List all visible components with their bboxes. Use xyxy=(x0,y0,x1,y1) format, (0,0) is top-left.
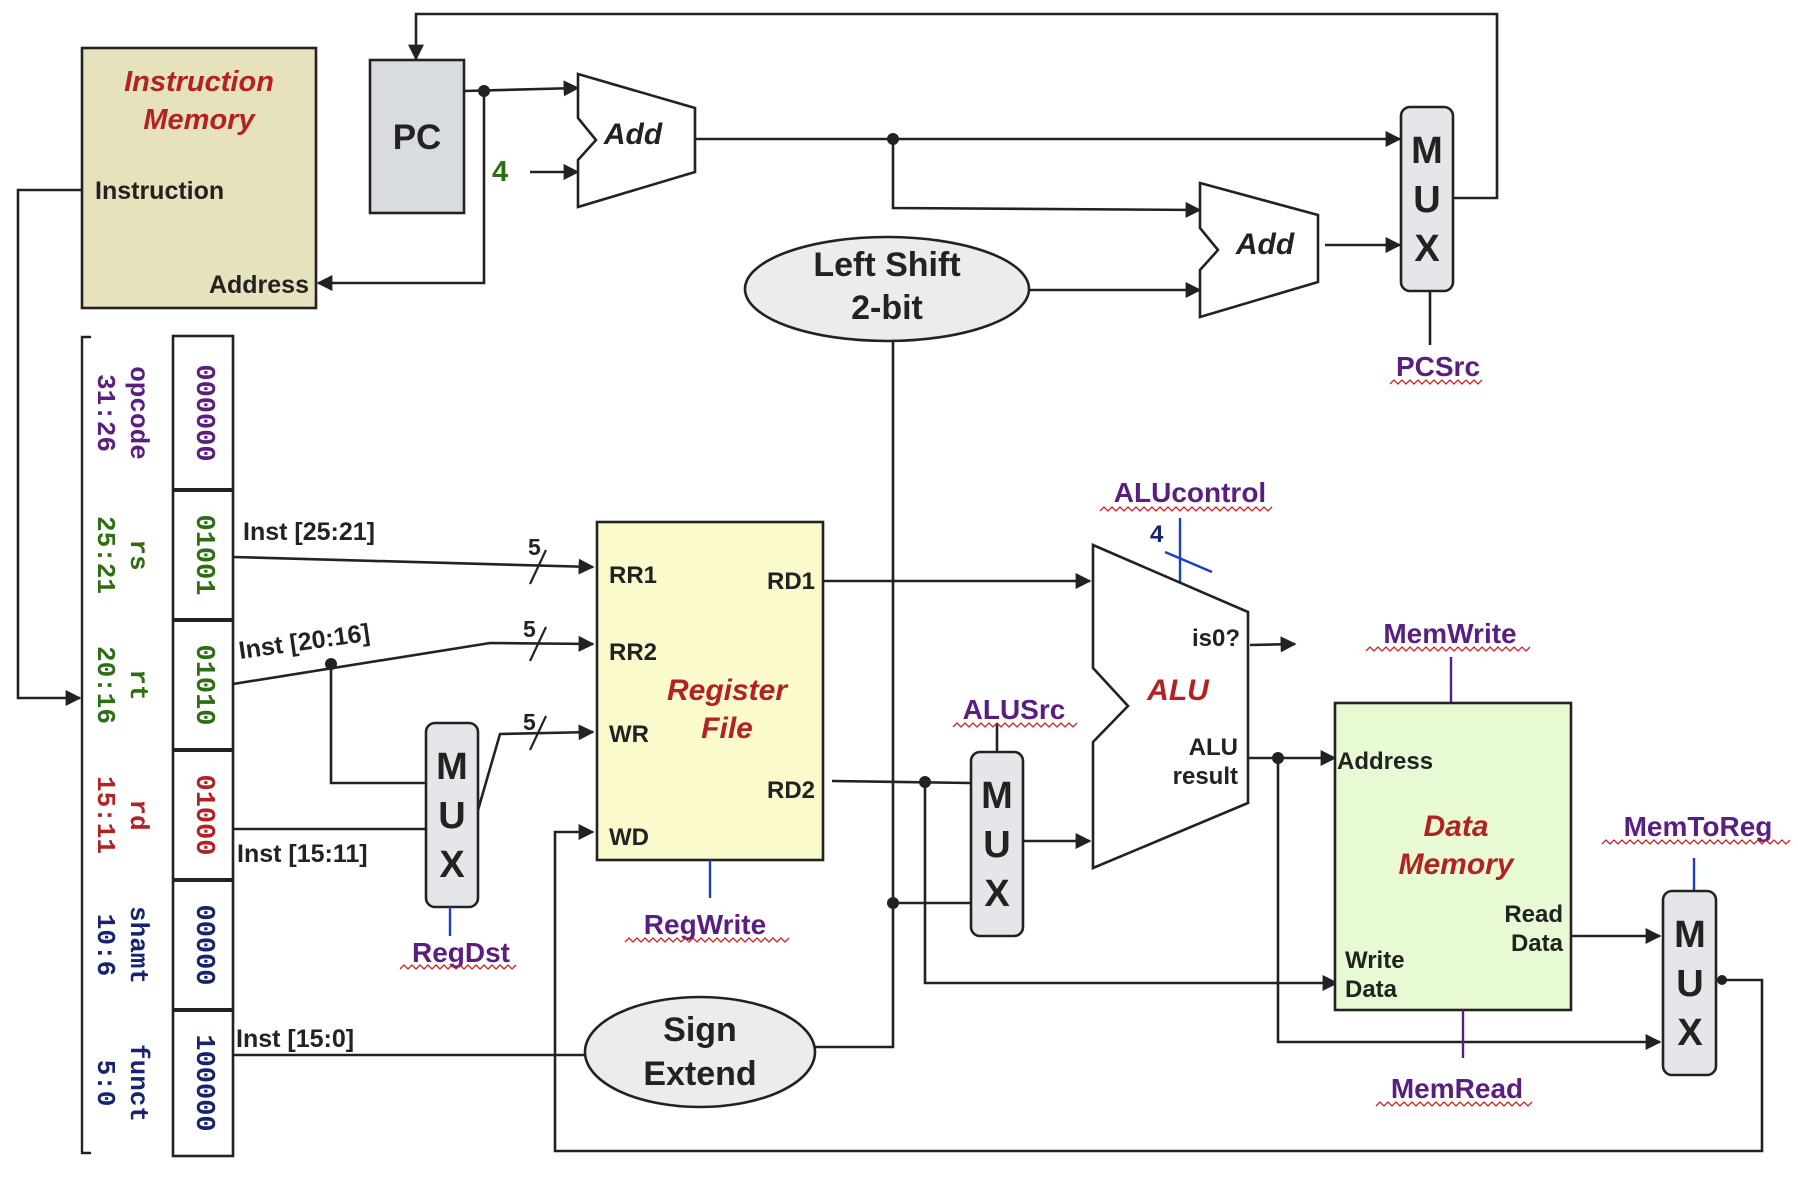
regwrite-signal: RegWrite xyxy=(644,909,766,940)
field-opcode-bits: 31:26 xyxy=(90,374,120,452)
pc-adder: Add xyxy=(576,72,697,209)
data-memory-title-2: Memory xyxy=(1398,848,1514,881)
inst-imm-label: Inst [15:0] xyxy=(236,1025,354,1053)
field-rs-bits: 25:21 xyxy=(90,516,120,594)
mux-letter-x: X xyxy=(1677,1012,1703,1054)
mux-letter-m: M xyxy=(1411,130,1443,172)
instruction-memory-title-1: Instruction xyxy=(124,66,274,98)
field-shamt-name: shamt xyxy=(123,906,153,984)
left-shift-width: 2-bit xyxy=(851,289,923,327)
mux-letter-u: U xyxy=(1676,963,1703,1005)
field-rd-name: rd xyxy=(123,799,153,830)
field-funct-bits: 5:0 xyxy=(90,1060,120,1107)
branch-adder-label: Add xyxy=(1235,228,1295,261)
data-memory-address: Address xyxy=(1337,748,1433,775)
alu-result-label-2: result xyxy=(1173,763,1238,790)
pc-adder-label: Add xyxy=(603,118,663,151)
bus-width-rr2: 5 xyxy=(523,616,536,642)
branch-adder: Add xyxy=(1198,181,1320,319)
data-memory-write-2: Data xyxy=(1345,976,1398,1003)
field-rt-value: 01010 xyxy=(188,644,218,725)
field-funct-name: funct xyxy=(123,1044,153,1122)
bus-width-wr: 5 xyxy=(523,709,536,735)
field-shamt-value: 00000 xyxy=(188,904,218,985)
port-wr: WR xyxy=(609,721,649,748)
inst-rs-label: Inst [25:21] xyxy=(243,518,375,546)
memtoreg-signal: MemToReg xyxy=(1624,811,1773,842)
regdst-signal: RegDst xyxy=(412,937,510,968)
register-file: Register File RR1 RR2 WR WD RD1 RD2 xyxy=(595,520,825,862)
alu-title: ALU xyxy=(1146,674,1210,707)
sign-extend-label-2: Extend xyxy=(643,1055,756,1093)
field-rt-name: rt xyxy=(123,669,153,700)
field-shamt-bits: 10:6 xyxy=(90,914,120,976)
port-wd: WD xyxy=(609,824,649,851)
field-opcode-name: opcode xyxy=(123,366,153,460)
field-rd-value: 01000 xyxy=(188,774,218,855)
mux-letter-m: M xyxy=(436,746,468,788)
sign-extend-label-1: Sign xyxy=(663,1011,737,1049)
alu-result-label-1: ALU xyxy=(1189,734,1238,761)
pc-label: PC xyxy=(393,118,442,157)
inst-rt-label: Inst [20:16] xyxy=(237,619,372,665)
instruction-memory: Instruction Memory Instruction Address xyxy=(80,46,318,310)
bus-width-rr1: 5 xyxy=(528,534,541,560)
memread-signal: MemRead xyxy=(1391,1073,1523,1104)
alucontrol-width: 4 xyxy=(1150,521,1164,548)
mux-letter-x: X xyxy=(984,873,1010,915)
mux-letter-m: M xyxy=(1674,914,1706,956)
constant-four: 4 xyxy=(492,156,508,188)
mux-letter-x: X xyxy=(439,844,465,886)
field-rs-value: 01001 xyxy=(188,514,218,595)
mux-letter-u: U xyxy=(1413,179,1440,221)
pcsrc-signal: PCSrc xyxy=(1396,351,1480,382)
instruction-memory-title-2: Memory xyxy=(143,104,256,136)
bus-width-marks: 5 5 5 xyxy=(523,534,547,751)
instruction-fields: 000000 01001 01010 01000 00000 100000 op… xyxy=(80,334,235,1158)
instruction-output-label: Instruction xyxy=(95,177,224,205)
alu: ALU is0? ALU result xyxy=(1091,543,1250,870)
alusrc-signal: ALUSrc xyxy=(963,694,1066,725)
field-rs-name: rs xyxy=(123,539,153,570)
memwrite-signal: MemWrite xyxy=(1383,618,1516,649)
data-memory-title-1: Data xyxy=(1423,810,1488,843)
sign-extend-unit: Sign Extend xyxy=(583,995,817,1109)
pc-register: PC xyxy=(368,58,466,215)
left-shift-label: Left Shift xyxy=(813,246,960,284)
mux-letter-u: U xyxy=(438,795,465,837)
port-rr2: RR2 xyxy=(609,639,657,666)
field-rt-bits: 20:16 xyxy=(90,646,120,724)
alusrc-mux: M U X xyxy=(969,750,1025,938)
wires xyxy=(16,12,1764,1153)
mux-letter-x: X xyxy=(1414,228,1440,270)
field-rd-bits: 15:11 xyxy=(90,776,120,854)
memtoreg-mux: M U X xyxy=(1661,889,1718,1077)
junction-dots xyxy=(325,85,1727,985)
port-rd1: RD1 xyxy=(767,568,815,595)
regdst-mux: M U X xyxy=(424,721,480,909)
inst-rd-label: Inst [15:11] xyxy=(237,840,368,868)
alucontrol-signal: ALUcontrol xyxy=(1114,477,1266,508)
pcsrc-mux: M U X xyxy=(1399,105,1455,293)
field-opcode-value: 000000 xyxy=(188,364,218,461)
port-rd2: RD2 xyxy=(767,777,815,804)
data-memory-read-1: Read xyxy=(1504,901,1563,928)
left-shift-unit: Left Shift 2-bit xyxy=(743,235,1031,343)
mux-letter-u: U xyxy=(983,824,1010,866)
data-memory: Data Memory Address Read Data Write Data xyxy=(1333,701,1573,1012)
alu-zero-flag: is0? xyxy=(1192,625,1240,652)
mux-letter-m: M xyxy=(981,775,1013,817)
data-memory-write-1: Write xyxy=(1345,947,1405,974)
field-funct-value: 100000 xyxy=(188,1034,218,1131)
register-file-title-2: File xyxy=(701,712,753,745)
port-rr1: RR1 xyxy=(609,562,657,589)
register-file-title-1: Register xyxy=(667,674,789,707)
data-memory-read-2: Data xyxy=(1511,930,1564,957)
instruction-address-label: Address xyxy=(209,271,309,299)
